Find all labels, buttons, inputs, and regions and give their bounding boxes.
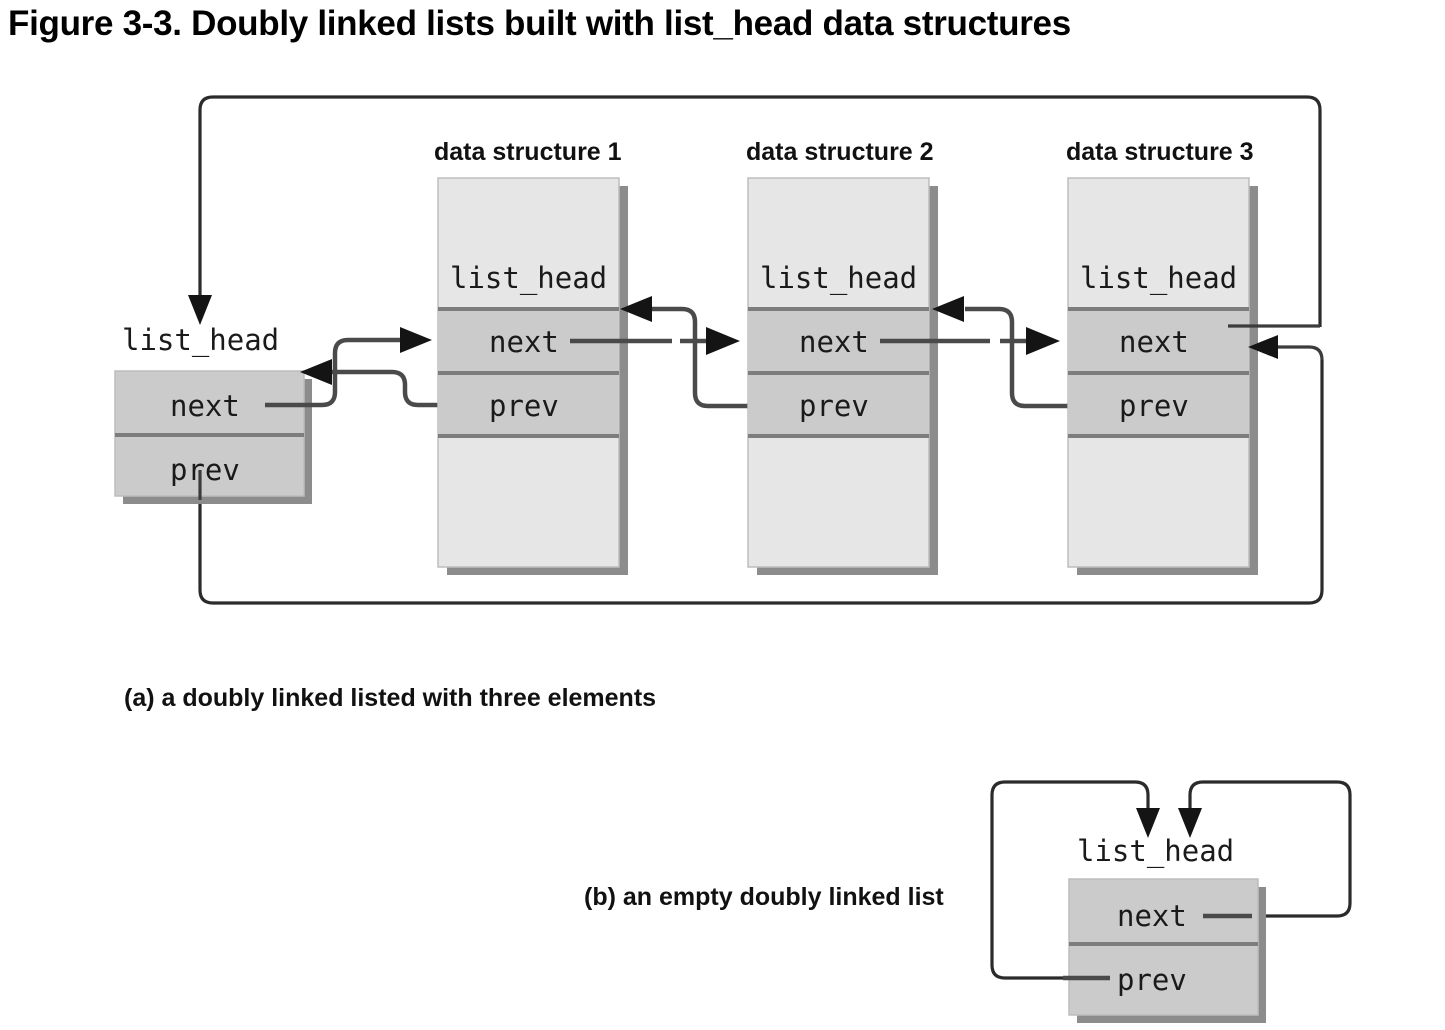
- struct3-inner-label: list_head: [1080, 261, 1237, 296]
- empty-field-prev: prev: [1117, 963, 1187, 997]
- struct2-caption: data structure 2: [746, 138, 934, 166]
- struct2-cell-prev: [748, 375, 929, 434]
- data-structure-2: data structure 2 list_head next prev: [746, 138, 938, 575]
- struct2-inner-label: list_head: [760, 261, 917, 296]
- head-field-prev: prev: [170, 453, 240, 487]
- bottom-loop-into-struct3: [1248, 335, 1324, 361]
- data-structure-1: data structure 1 list_head next prev: [434, 138, 628, 575]
- struct3-cell-prev: [1068, 375, 1249, 434]
- empty-listhead-label: list_head: [1077, 834, 1234, 869]
- figure-title: Figure 3-3. Doubly linked lists built wi…: [8, 4, 1071, 43]
- empty-field-next: next: [1117, 899, 1187, 933]
- struct1-field-next: next: [489, 325, 559, 359]
- outer-next-loop: [188, 95, 1322, 327]
- empty-prev-loop: [990, 780, 1160, 980]
- empty-next-loop: [1178, 780, 1352, 918]
- struct3-field-next: next: [1119, 325, 1189, 359]
- struct1-prev-to-head: [300, 359, 445, 408]
- struct1-inner-label: list_head: [450, 261, 607, 296]
- head-field-next: next: [170, 389, 240, 423]
- struct2-field-prev: prev: [799, 389, 869, 423]
- struct2-field-next: next: [799, 325, 869, 359]
- caption-b: (b) an empty doubly linked list: [584, 883, 944, 911]
- struct3-prev-to-struct2: [932, 296, 1075, 409]
- caption-a: (a) a doubly linked listed with three el…: [124, 684, 656, 712]
- struct3-cell-next: [1068, 310, 1249, 372]
- data-structure-3: data structure 3 list_head next prev: [1066, 138, 1258, 575]
- head-listhead-label: list_head: [122, 323, 279, 358]
- struct1-caption: data structure 1: [434, 138, 622, 166]
- empty-listhead-box-group: next prev: [1068, 878, 1266, 1023]
- outer-prev-loop: [198, 360, 1324, 605]
- empty-box: [1069, 879, 1258, 1015]
- struct3-caption: data structure 3: [1066, 138, 1254, 166]
- head-listhead-group: list_head next prev: [114, 323, 312, 504]
- struct1-cell-prev: [438, 375, 619, 434]
- struct3-field-prev: prev: [1119, 389, 1189, 423]
- struct2-prev-to-struct1: [620, 296, 755, 409]
- struct1-field-prev: prev: [489, 389, 559, 423]
